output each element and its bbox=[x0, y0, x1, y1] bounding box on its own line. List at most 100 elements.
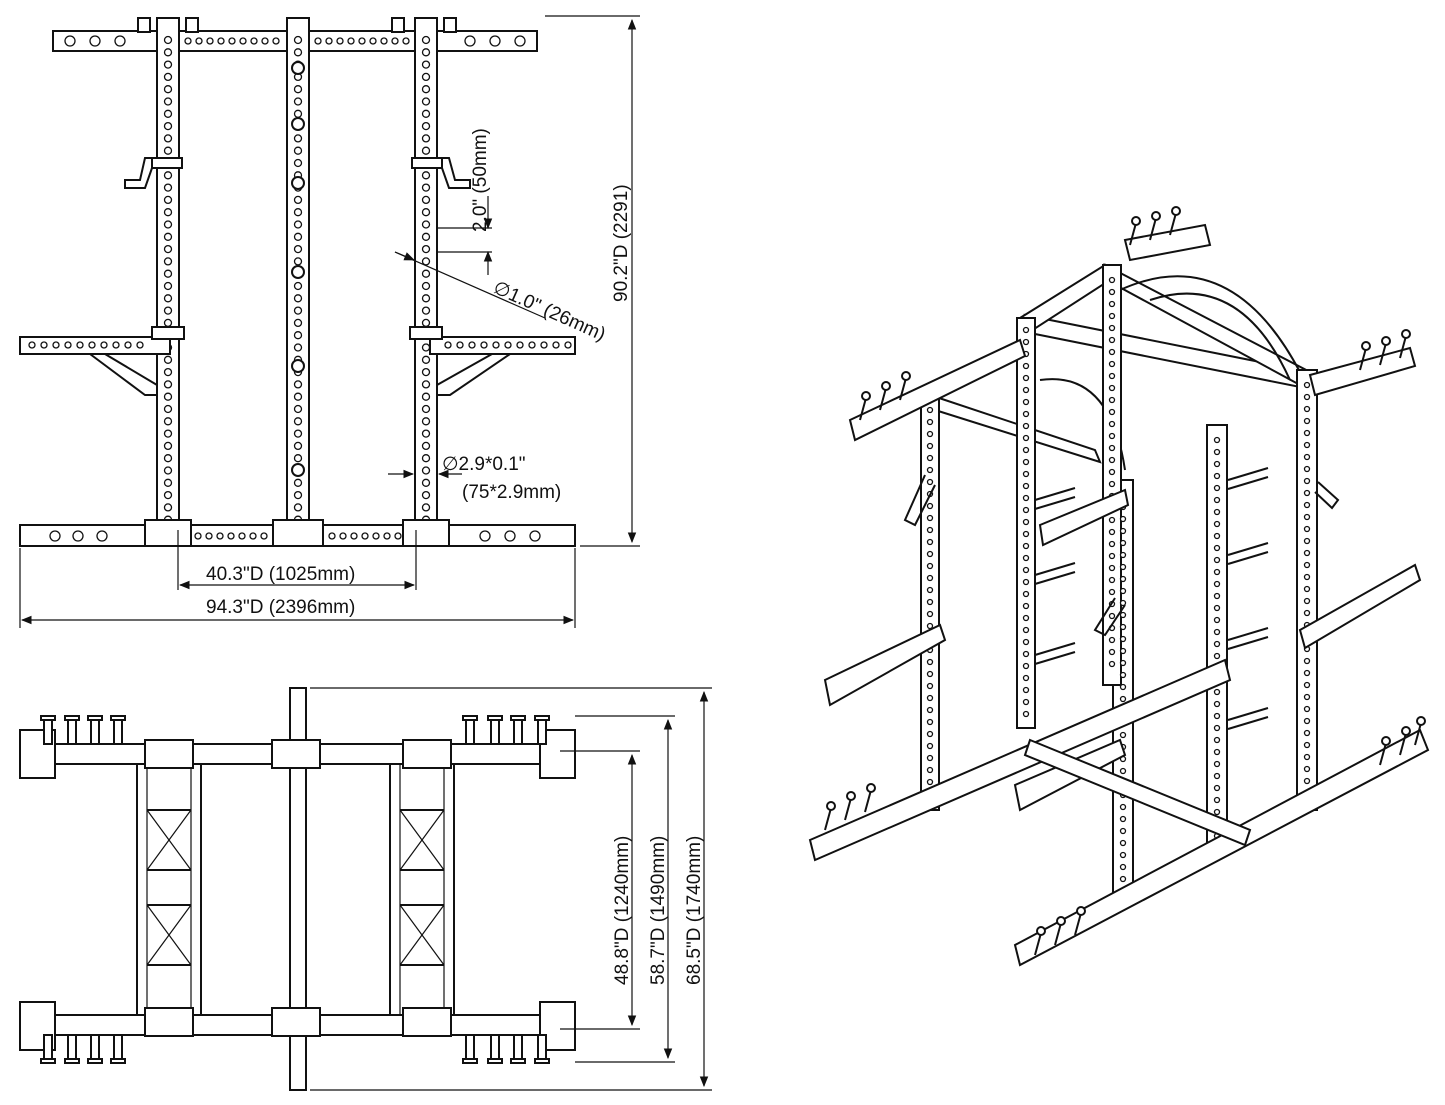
hole bbox=[293, 294, 303, 303]
hole bbox=[293, 232, 303, 241]
hole bbox=[1022, 626, 1030, 634]
hole bbox=[421, 355, 431, 364]
storage-horn bbox=[1379, 742, 1387, 766]
hole bbox=[1108, 480, 1116, 488]
hole bbox=[421, 72, 431, 82]
top-view-center-bar bbox=[289, 687, 307, 1091]
hole bbox=[421, 257, 431, 266]
weight-horn bbox=[1034, 562, 1076, 576]
hole bbox=[1022, 374, 1030, 382]
hole bbox=[163, 244, 173, 254]
cap bbox=[137, 17, 151, 33]
iso-base-center bbox=[1023, 738, 1252, 847]
base-plate-center bbox=[272, 519, 324, 547]
hole bbox=[1108, 456, 1116, 464]
hole bbox=[421, 318, 431, 328]
hole bbox=[163, 85, 173, 94]
post-block bbox=[144, 739, 194, 769]
hole bbox=[383, 532, 391, 540]
hole bbox=[1119, 767, 1127, 775]
hole bbox=[514, 35, 526, 47]
hole bbox=[1108, 372, 1116, 380]
hole bbox=[1022, 410, 1030, 418]
hole bbox=[1213, 760, 1221, 768]
hole bbox=[926, 730, 934, 738]
hole bbox=[1108, 468, 1116, 476]
hole bbox=[926, 550, 934, 558]
hole bbox=[293, 441, 303, 451]
weight-horn bbox=[1227, 716, 1269, 730]
hole bbox=[1303, 705, 1311, 713]
hole bbox=[421, 281, 431, 291]
hole bbox=[1303, 753, 1311, 761]
hole bbox=[1108, 444, 1116, 452]
hole bbox=[926, 670, 934, 678]
hole bbox=[1303, 393, 1311, 401]
hole bbox=[163, 232, 173, 241]
hole bbox=[1119, 623, 1127, 631]
hole bbox=[216, 532, 224, 540]
storage-horn-cap bbox=[1416, 716, 1426, 726]
hole bbox=[76, 341, 84, 349]
hole bbox=[1108, 552, 1116, 560]
hole bbox=[552, 341, 560, 349]
hole bbox=[163, 503, 173, 512]
hole bbox=[1213, 472, 1221, 480]
hole bbox=[480, 341, 488, 349]
peg-disc bbox=[291, 176, 305, 190]
hole bbox=[49, 530, 61, 542]
hole bbox=[112, 341, 120, 349]
post-block bbox=[402, 1007, 452, 1037]
hole bbox=[926, 442, 934, 450]
storage-horn bbox=[1414, 722, 1422, 746]
hole bbox=[293, 478, 303, 487]
hole-pitch-label: 2.0" (50mm) bbox=[470, 128, 491, 232]
hole bbox=[1108, 612, 1116, 620]
hole bbox=[1108, 564, 1116, 572]
hole bbox=[1303, 681, 1311, 689]
hole bbox=[1119, 647, 1127, 655]
hole bbox=[421, 171, 431, 180]
hole bbox=[421, 35, 431, 45]
overall-width-label: 94.3"D (2396mm) bbox=[206, 597, 355, 618]
power-rack-isometric-icon bbox=[808, 206, 1430, 967]
hole bbox=[1213, 688, 1221, 696]
ladder-brace bbox=[146, 809, 192, 871]
hole bbox=[261, 37, 269, 45]
hole bbox=[1303, 549, 1311, 557]
hole bbox=[217, 37, 225, 45]
hole bbox=[1303, 777, 1311, 785]
hole bbox=[1119, 527, 1127, 535]
hole bbox=[1022, 386, 1030, 394]
safety-arm-right bbox=[429, 336, 576, 355]
hole bbox=[1022, 362, 1030, 370]
hole bbox=[293, 380, 303, 389]
iso-top-ext-left bbox=[848, 338, 1027, 442]
hole bbox=[1108, 540, 1116, 548]
storage-horn bbox=[824, 807, 832, 831]
hole bbox=[421, 183, 431, 192]
hole bbox=[163, 417, 173, 426]
hole bbox=[1108, 300, 1116, 308]
hole bbox=[1119, 731, 1127, 739]
peg-disc bbox=[291, 265, 305, 279]
hole bbox=[1213, 532, 1221, 540]
storage-horn-cap bbox=[1151, 211, 1161, 221]
hole bbox=[293, 503, 303, 512]
hole bbox=[293, 146, 303, 155]
storage-horn bbox=[1399, 732, 1407, 756]
hole bbox=[293, 220, 303, 229]
storage-horn-cap bbox=[1361, 341, 1371, 351]
hole bbox=[163, 380, 173, 389]
iso-j-hook bbox=[903, 474, 936, 527]
storage-horn-cap bbox=[1401, 726, 1411, 736]
hole bbox=[1303, 501, 1311, 509]
storage-peg bbox=[67, 717, 77, 745]
hole bbox=[926, 430, 934, 438]
hole bbox=[163, 257, 173, 266]
hole bbox=[358, 37, 366, 45]
hole bbox=[1303, 465, 1311, 473]
hole bbox=[926, 406, 934, 414]
hole bbox=[926, 766, 934, 774]
storage-horn bbox=[879, 387, 887, 411]
